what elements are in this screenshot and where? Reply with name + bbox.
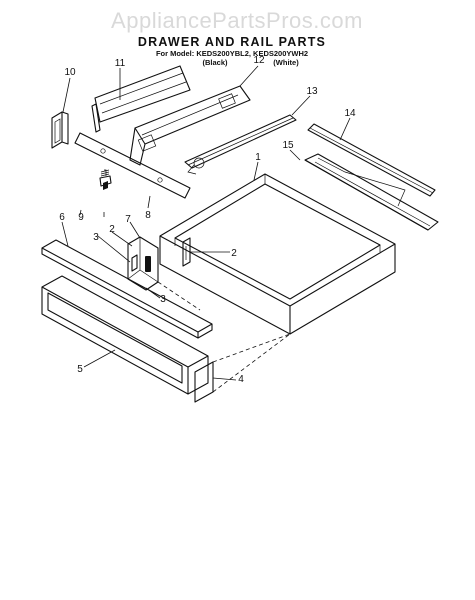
callout-9: 9 bbox=[78, 212, 84, 223]
part-1-drawer-box bbox=[159, 173, 396, 335]
page-title: DRAWER AND RAIL PARTS bbox=[138, 35, 326, 49]
part-10-end-cap bbox=[51, 111, 69, 149]
callout-12: 12 bbox=[253, 55, 265, 66]
callout-8: 8 bbox=[145, 210, 151, 221]
part-8-rail bbox=[74, 132, 191, 199]
callout-13: 13 bbox=[306, 86, 318, 97]
leader-lines bbox=[61, 65, 351, 381]
callout-2-right: 2 bbox=[231, 248, 237, 259]
callout-7: 7 bbox=[125, 214, 131, 225]
part-2-clip-left bbox=[131, 254, 138, 272]
callout-3-right: 3 bbox=[160, 294, 166, 305]
color-white-label: (White) bbox=[273, 58, 299, 67]
callout-14: 14 bbox=[344, 108, 356, 119]
part-15-liner-panel bbox=[304, 153, 439, 231]
callout-3-left: 3 bbox=[93, 232, 99, 243]
callout-4: 4 bbox=[238, 374, 244, 385]
part-13-slide-rail bbox=[184, 114, 297, 175]
callout-1: 1 bbox=[255, 152, 261, 163]
callout-11: 11 bbox=[115, 58, 126, 69]
callout-15: 15 bbox=[282, 140, 294, 151]
callout-10: 10 bbox=[64, 67, 76, 78]
part-12-slide-bracket bbox=[129, 85, 251, 166]
callout-5: 5 bbox=[77, 364, 83, 375]
part-11-rear-panel bbox=[91, 65, 191, 133]
color-black-label: (Black) bbox=[202, 58, 228, 67]
part-9-screw bbox=[99, 169, 112, 190]
part-14-side-strip bbox=[307, 123, 436, 197]
callout-2-left: 2 bbox=[109, 224, 115, 235]
part-2-bracket-right bbox=[182, 237, 191, 267]
model-subtitle: For Model: KEDS200YBL2, KEDS200YWH2 bbox=[156, 49, 308, 58]
assembly-dashes bbox=[157, 281, 291, 393]
part-4-end-plate bbox=[194, 361, 214, 403]
part-6-top-trim bbox=[41, 239, 213, 339]
part-5-front-panel bbox=[41, 275, 209, 395]
callout-6: 6 bbox=[59, 212, 65, 223]
watermark-text: AppliancePartsPros.com bbox=[111, 8, 363, 33]
